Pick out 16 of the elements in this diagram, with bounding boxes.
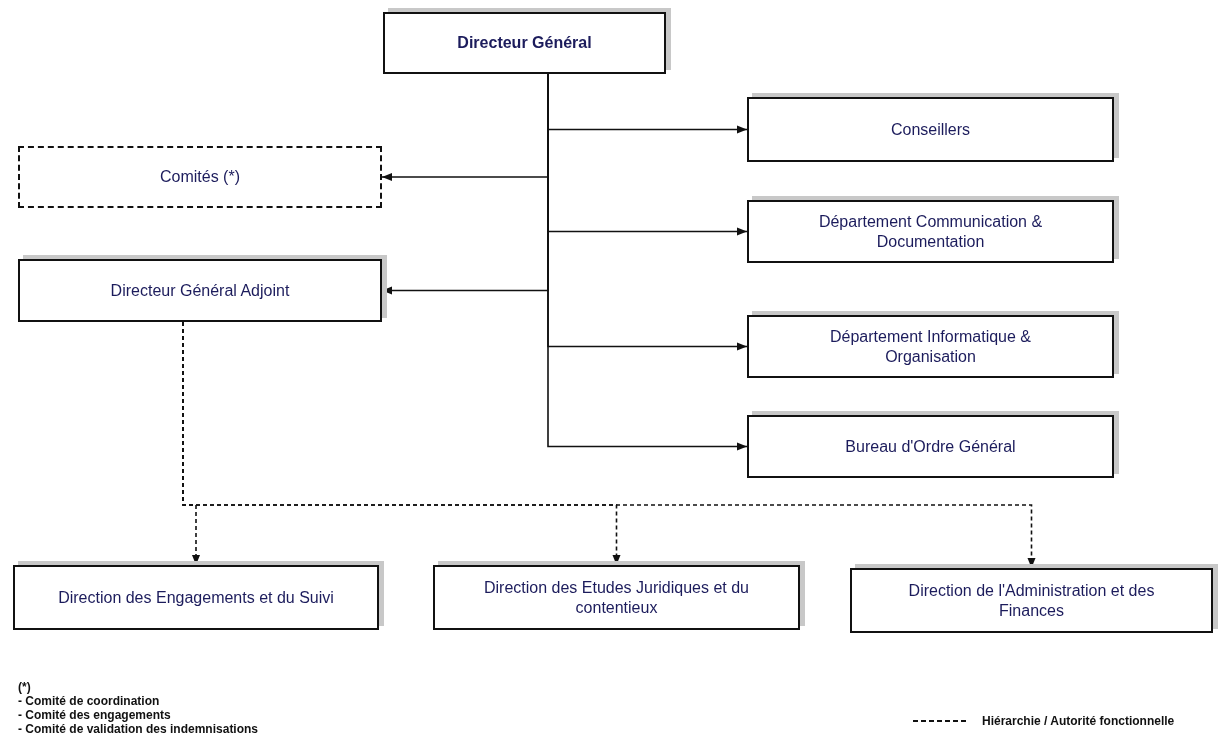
note-text: - Comité de coordination (18, 694, 160, 708)
box-label: Direction des Etudes Juridiques et du contentieux (482, 577, 750, 618)
box-label: Département Informatique & Organisation (829, 326, 1032, 367)
box-label: Directeur Général (457, 33, 592, 53)
box-label: Conseillers (890, 119, 971, 140)
box-label: Département Communication & Documentation (817, 211, 1044, 252)
dashed-box (18, 146, 382, 208)
note-text: - Comité des engagements (18, 708, 171, 722)
box-label: Bureau d'Ordre Général (845, 436, 1016, 457)
legend-label: Hiérarchie / Autorité fonctionnelle (982, 714, 1175, 728)
box-label: Direction de l'Administration et des Finances (907, 580, 1156, 621)
box-label: Directeur Général Adjoint (110, 280, 290, 301)
box-label: Comités (*) (160, 167, 240, 187)
note-text: (*) (18, 680, 31, 694)
note-text: - Comité de validation des indemnisations (18, 722, 259, 736)
box-label: Direction des Engagements et du Suivi (58, 587, 334, 608)
